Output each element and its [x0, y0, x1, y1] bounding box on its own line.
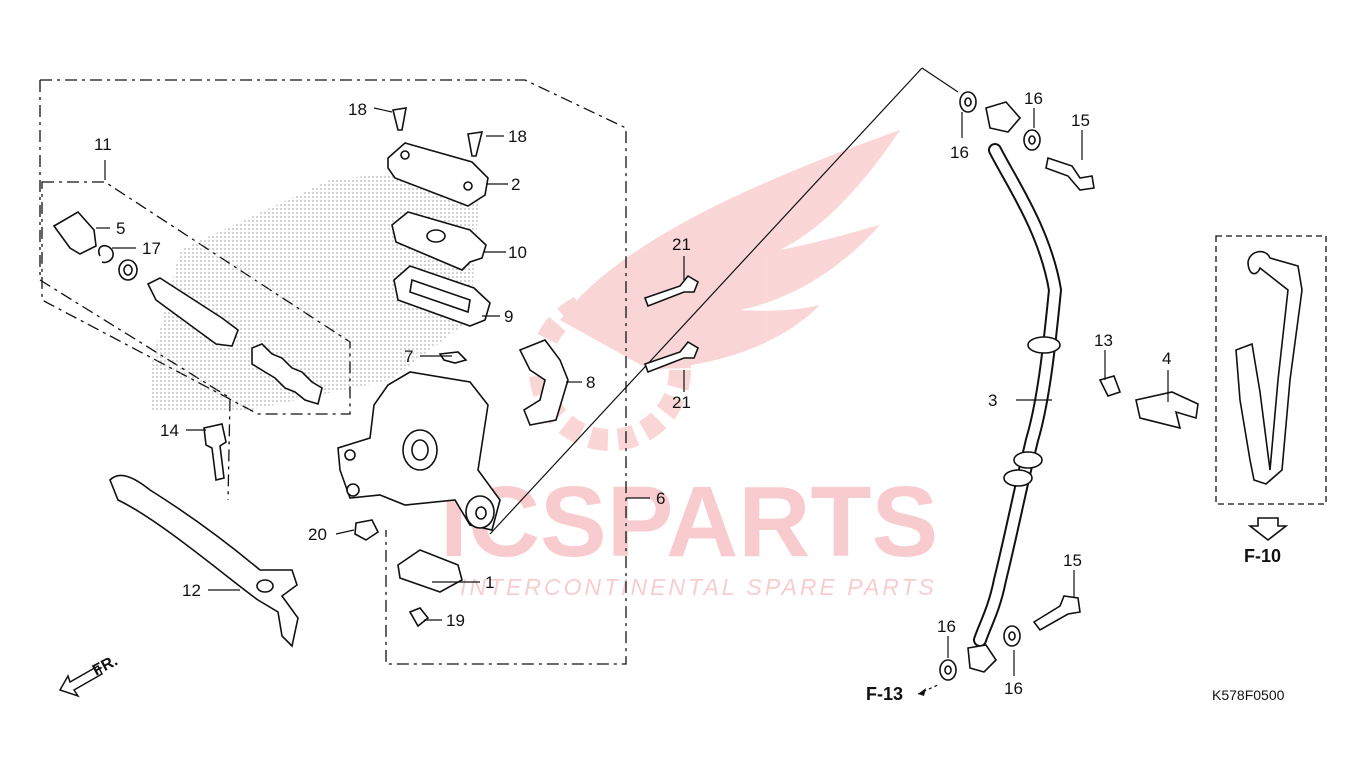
callouts: 1 2 3 4 5 6 7 8 9 10 11 12 13 14 15 15 1… — [94, 89, 1171, 698]
washer-upper-b — [1023, 129, 1041, 151]
callout-8: 8 — [586, 373, 595, 392]
brake-lever — [109, 474, 299, 648]
callout-16-lower-a: 16 — [937, 617, 956, 636]
callout-15-lower: 15 — [1063, 551, 1082, 570]
reservoir-cap — [387, 142, 489, 207]
washer-lower-a — [939, 659, 957, 681]
callout-3: 3 — [988, 391, 997, 410]
banjo-bolt-lower — [1032, 595, 1081, 632]
f10-stay — [1235, 250, 1303, 485]
watermark-wing-icon — [529, 130, 900, 451]
callout-4: 4 — [1162, 349, 1171, 368]
holder-clamp — [518, 339, 569, 426]
callout-17: 17 — [142, 239, 161, 258]
callout-14: 14 — [160, 421, 179, 440]
callout-10: 10 — [508, 243, 527, 262]
callout-2: 2 — [511, 175, 520, 194]
lever-nut — [354, 519, 380, 541]
hose-connection-line-b — [921, 67, 959, 93]
f13-label: F-13 — [866, 684, 903, 704]
master-cylinder-assembly-outline-left — [39, 80, 231, 501]
switch-screw — [408, 607, 430, 628]
pivot-bolt — [203, 423, 227, 481]
cap-screw-a — [392, 107, 407, 131]
drawing-code: K578F0500 — [1212, 687, 1285, 703]
down-arrow-icon — [1247, 517, 1289, 542]
front-arrow-icon — [58, 664, 103, 698]
assembly-outlines — [39, 67, 1327, 665]
callout-18-b: 18 — [508, 127, 527, 146]
f10-label: F-10 — [1244, 546, 1281, 566]
callout-16-upper-b: 16 — [1024, 89, 1043, 108]
callout-9: 9 — [504, 307, 513, 326]
callout-21-a: 21 — [672, 235, 691, 254]
callout-5: 5 — [116, 219, 125, 238]
washer-lower-b — [1003, 625, 1021, 647]
callout-15-upper: 15 — [1071, 111, 1090, 130]
washer-upper-a — [959, 91, 977, 113]
banjo-bolt-upper — [1045, 156, 1095, 191]
f10-reference: F-10 — [1244, 517, 1289, 566]
f13-reference: F-13 — [866, 683, 941, 704]
watermark-brand: ICSPARTS — [440, 466, 938, 578]
callout-6: 6 — [656, 489, 665, 508]
spring — [251, 343, 323, 406]
callout-12: 12 — [182, 581, 201, 600]
piston — [146, 277, 239, 347]
leader-lines — [96, 107, 1169, 676]
master-cylinder-assembly-outline — [40, 79, 627, 665]
hose-bolt-a — [643, 274, 699, 308]
callout-20: 20 — [308, 525, 327, 544]
watermark-tagline: INTERCONTINENTAL SPARE PARTS — [460, 574, 937, 600]
clip — [438, 351, 468, 364]
callout-7: 7 — [404, 347, 413, 366]
diaphragm-plate — [391, 211, 487, 271]
brake-hose — [967, 101, 1063, 673]
bracket-bolt — [1098, 375, 1122, 397]
f13-arrow-line — [917, 683, 941, 695]
f10-reference-box — [1215, 235, 1327, 505]
callout-13: 13 — [1094, 331, 1113, 350]
left-arrow-icon — [918, 688, 926, 696]
callout-11: 11 — [94, 135, 112, 154]
callout-16-upper-a: 16 — [950, 143, 969, 162]
hose-connection-line — [489, 67, 923, 535]
callout-1: 1 — [485, 573, 494, 592]
watermark-text: ICSPARTS INTERCONTINENTAL SPARE PARTS — [440, 466, 938, 600]
piston-boot — [52, 210, 97, 255]
master-cylinder-body — [337, 371, 501, 531]
callout-19: 19 — [446, 611, 465, 630]
callout-21-b: 21 — [672, 393, 691, 412]
cap-screw-b — [467, 131, 484, 157]
diaphragm — [393, 265, 491, 327]
hose-bolt-b — [643, 340, 699, 374]
front-direction-indicator: FR. — [58, 652, 121, 698]
hose-clamp-bracket — [1135, 391, 1199, 430]
watermark — [529, 130, 900, 451]
piston-set-outline — [41, 181, 351, 415]
circlip — [98, 244, 114, 264]
callout-18-a: 18 — [348, 100, 367, 119]
piston-seal — [118, 259, 138, 281]
callout-16-lower-b: 16 — [1004, 679, 1023, 698]
